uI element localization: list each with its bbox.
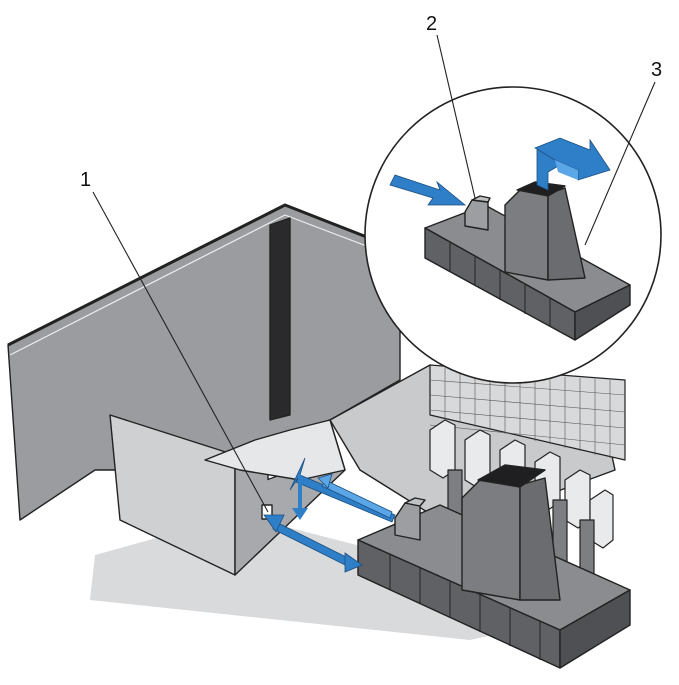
detail-zoom <box>365 87 661 383</box>
callout-label-3: 3 <box>651 60 662 80</box>
callout-label-1: 1 <box>80 170 91 190</box>
detail-tower-front <box>505 190 548 280</box>
card-latch <box>565 470 590 528</box>
chassis-inner-wall <box>270 218 290 420</box>
callout-label-2: 2 <box>426 14 437 34</box>
card-latch <box>430 420 455 478</box>
card-holder-tower-front <box>462 480 520 600</box>
card-holder-latch <box>395 503 420 540</box>
